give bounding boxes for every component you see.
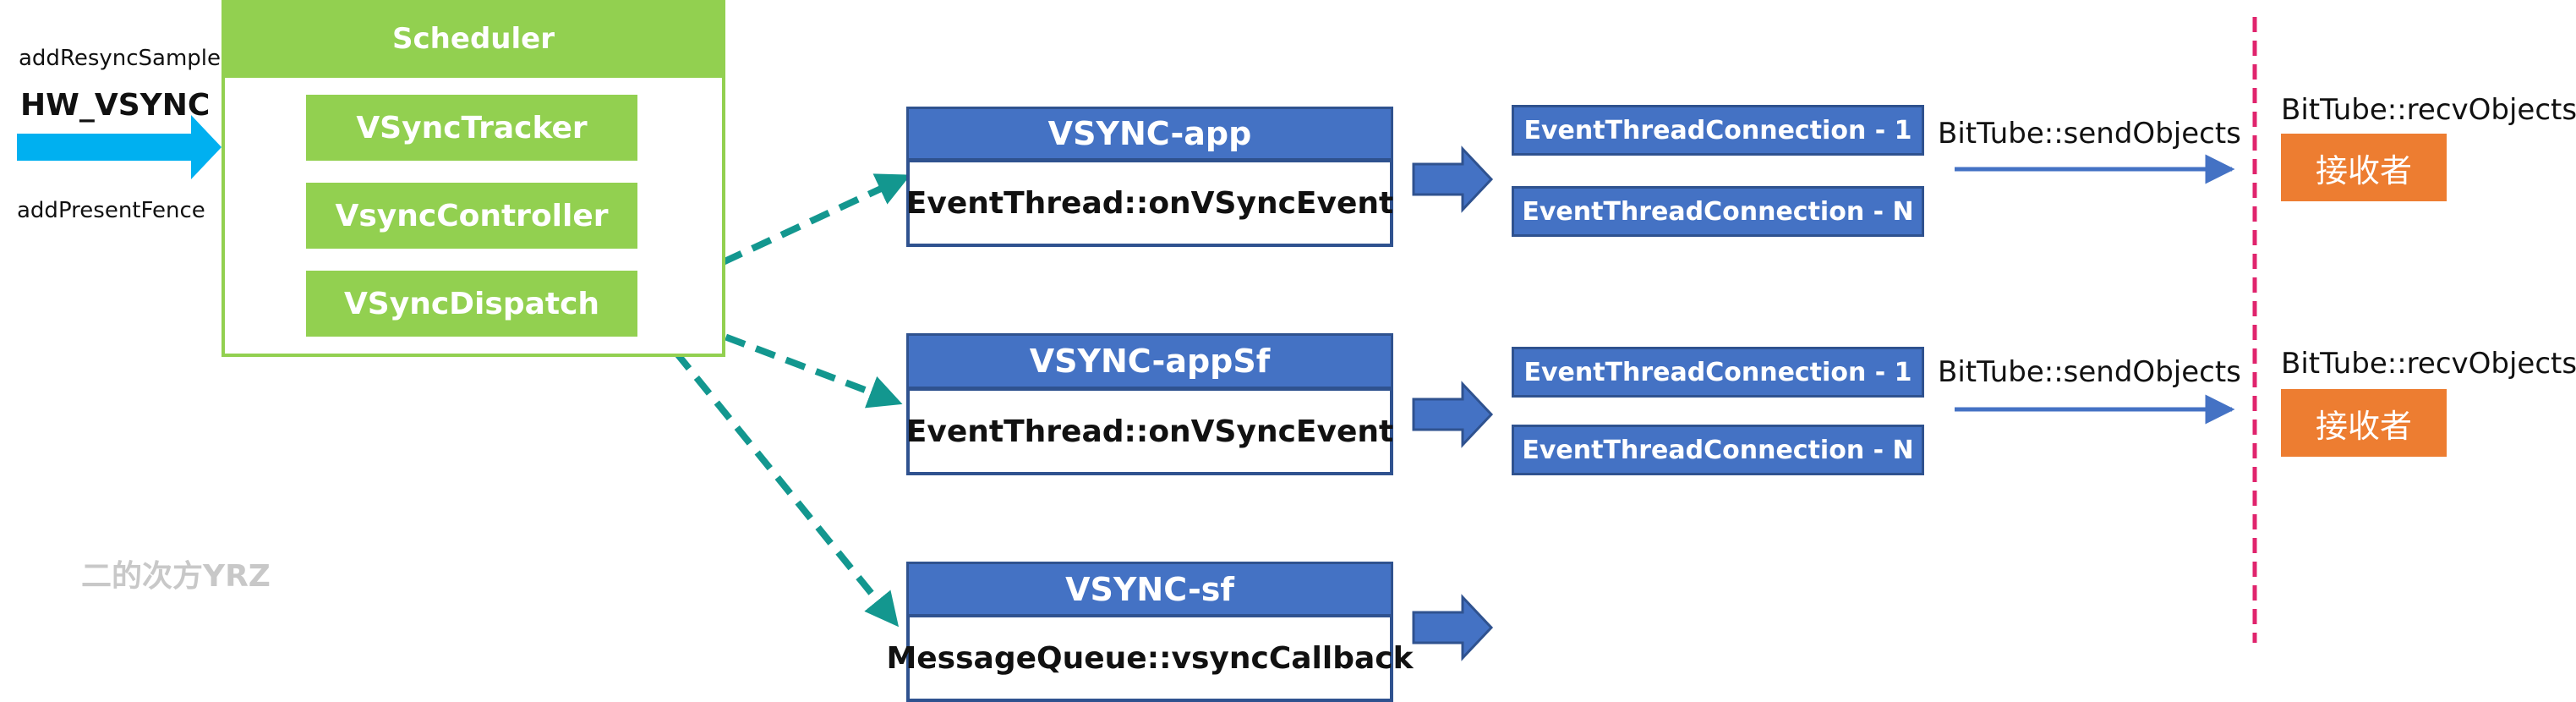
vsync-sf-title: VSYNC-sf [906, 562, 1393, 617]
block-arrow-appsf [1412, 381, 1494, 448]
watermark: 二的次方YRZ [81, 559, 271, 594]
vsync-sf-callback: MessageQueue::vsyncCallback [886, 614, 1414, 702]
present-fence-label: addPresentFence [17, 198, 205, 223]
app-connection-n: EventThreadConnection - N [1512, 186, 1924, 237]
appsf-send-objects-label: BitTube::sendObjects [1938, 355, 2241, 389]
app-send-objects-label: BitTube::sendObjects [1938, 117, 2241, 151]
vsync-appsf-callback: EventThread::onVSyncEvent [906, 387, 1393, 475]
vsync-app-title: VSYNC-app [906, 107, 1393, 161]
scheduler-title: Scheduler [222, 0, 725, 78]
appsf-connection-1: EventThreadConnection - 1 [1512, 347, 1924, 398]
hw-vsync-arrow [17, 115, 222, 179]
appsf-recv-objects-label: BitTube::recvObjects [2281, 347, 2576, 381]
appsf-connection-n: EventThreadConnection - N [1512, 425, 1924, 475]
app-recv-objects-label: BitTube::recvObjects [2281, 93, 2576, 127]
resync-sample-label: addResyncSample [19, 46, 222, 71]
vsync-dispatch: VSyncDispatch [306, 271, 637, 337]
hw-vsync-label: HW_VSYNC [20, 88, 211, 123]
vsync-appsf-title: VSYNC-appSf [906, 333, 1393, 389]
app-receiver: 接收者 [2281, 134, 2447, 201]
block-arrow-app [1412, 145, 1494, 213]
block-arrow-sf [1412, 594, 1494, 661]
appsf-receiver: 接收者 [2281, 389, 2447, 457]
vsync-controller: VsyncController [306, 183, 637, 249]
vsync-app-callback: EventThread::onVSyncEvent [906, 159, 1393, 247]
app-connection-1: EventThreadConnection - 1 [1512, 105, 1924, 156]
vsync-tracker: VSyncTracker [306, 95, 637, 161]
